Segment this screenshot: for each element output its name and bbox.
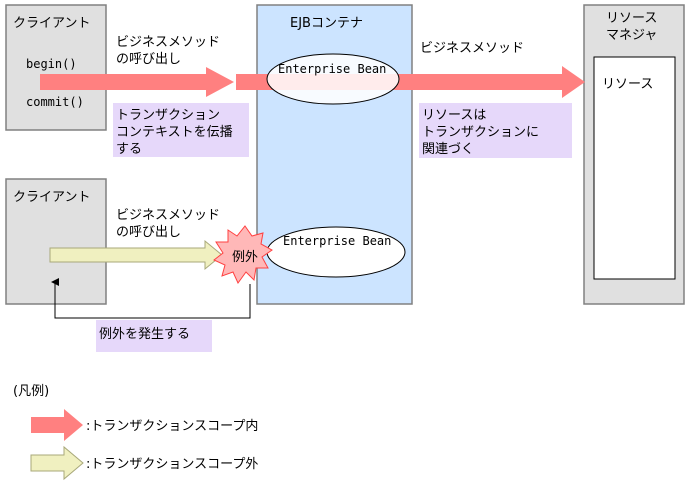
resource-manager-title-2: マネジャ [606, 28, 657, 43]
commit-method: commit() [26, 95, 84, 109]
container-title: EJBコンテナ [290, 16, 363, 31]
assoc-line-1: リソースは [422, 108, 486, 123]
legend-outside-label: :トランザクションスコープ外 [86, 457, 258, 472]
begin-method: begin() [26, 57, 77, 71]
call-label-2b: の呼び出し [116, 225, 181, 240]
call-label-1b: の呼び出し [116, 52, 181, 67]
call-label-1a: ビジネスメソッド [116, 35, 220, 50]
raise-exception-note [96, 320, 212, 352]
raise-exception-label: 例外を発生する [99, 327, 190, 342]
exception-return-line [51, 278, 251, 319]
propagate-note [113, 103, 249, 157]
propagate-line-3: する [116, 142, 142, 157]
call-label-right: ビジネスメソッド [420, 41, 524, 56]
legend-outside-arrow [30, 445, 84, 481]
enterprise-bean-1 [266, 53, 400, 105]
exception-label: 例外 [232, 250, 258, 265]
client-title-2: クライアント [13, 190, 90, 205]
resource-box [593, 56, 676, 280]
call-label-2a: ビジネスメソッド [116, 208, 220, 223]
assoc-line-3: 関連づく [422, 142, 474, 157]
legend-inside-arrow [31, 409, 83, 441]
resource-manager-title-1: リソース [606, 11, 657, 26]
association-note [419, 103, 572, 158]
propagate-line-1: トランザクション [116, 108, 220, 123]
assoc-line-2: トランザクションに [422, 125, 539, 140]
outside-scope-arrow [49, 239, 223, 271]
client-box-1 [5, 4, 107, 131]
legend-heading: (凡例) [13, 384, 49, 399]
client-title-1: クライアント [13, 16, 90, 31]
inside-scope-arrow-1 [40, 67, 234, 97]
propagate-line-2: コンテキストを伝播 [116, 125, 233, 140]
resource-label: リソース [602, 77, 653, 92]
legend-inside-label: :トランザクションスコープ内 [86, 418, 258, 434]
bean-label-2: Enterprise Bean [283, 234, 391, 248]
exception-burst [213, 225, 273, 284]
bean-label-1: Enterprise Bean [278, 62, 386, 76]
